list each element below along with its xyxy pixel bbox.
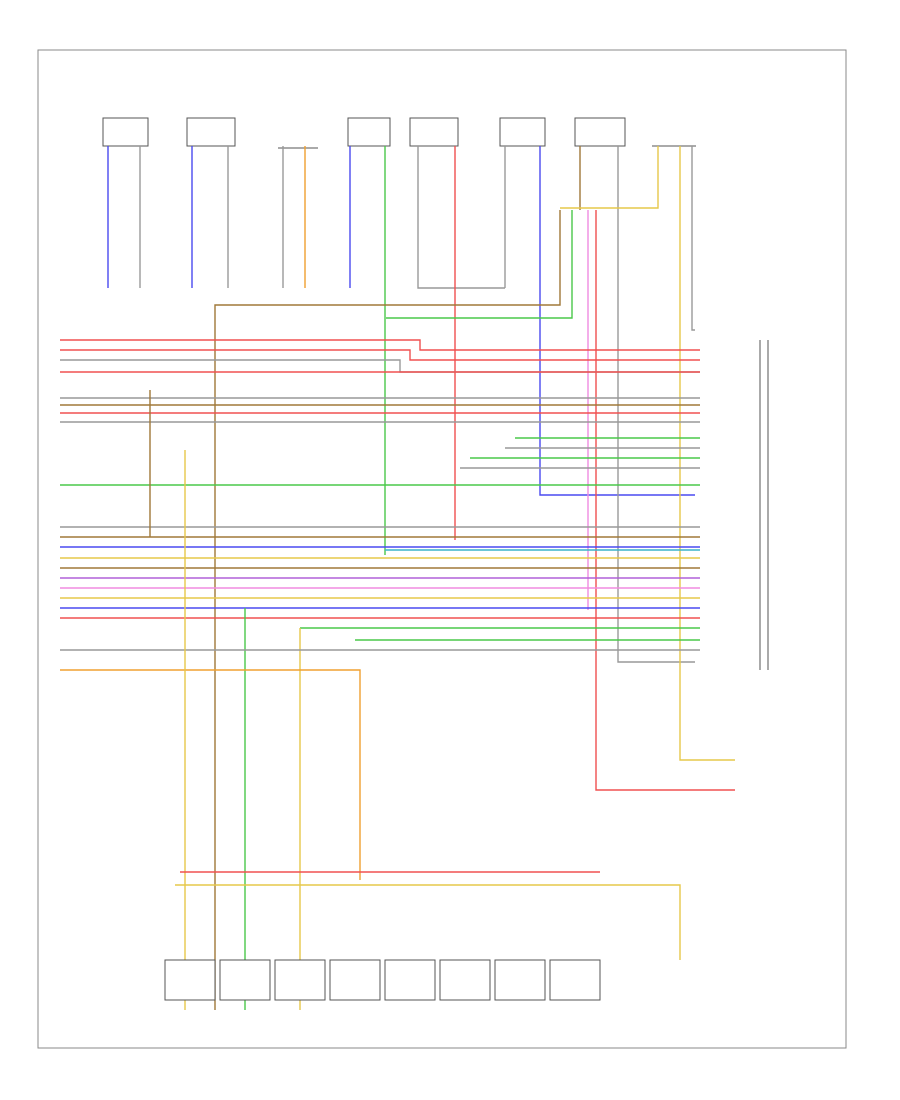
top-wires (107, 146, 735, 1010)
component-6 (499, 117, 546, 147)
injector-row (164, 871, 681, 1001)
component-1 (102, 117, 149, 147)
right-connector (759, 340, 769, 670)
diagram-frame (37, 49, 847, 1049)
component-2 (186, 117, 236, 147)
horizontal-bus (60, 339, 700, 1010)
component-4 (347, 117, 391, 147)
component-7 (574, 117, 626, 147)
component-5 (409, 117, 459, 147)
top-components (102, 117, 696, 149)
